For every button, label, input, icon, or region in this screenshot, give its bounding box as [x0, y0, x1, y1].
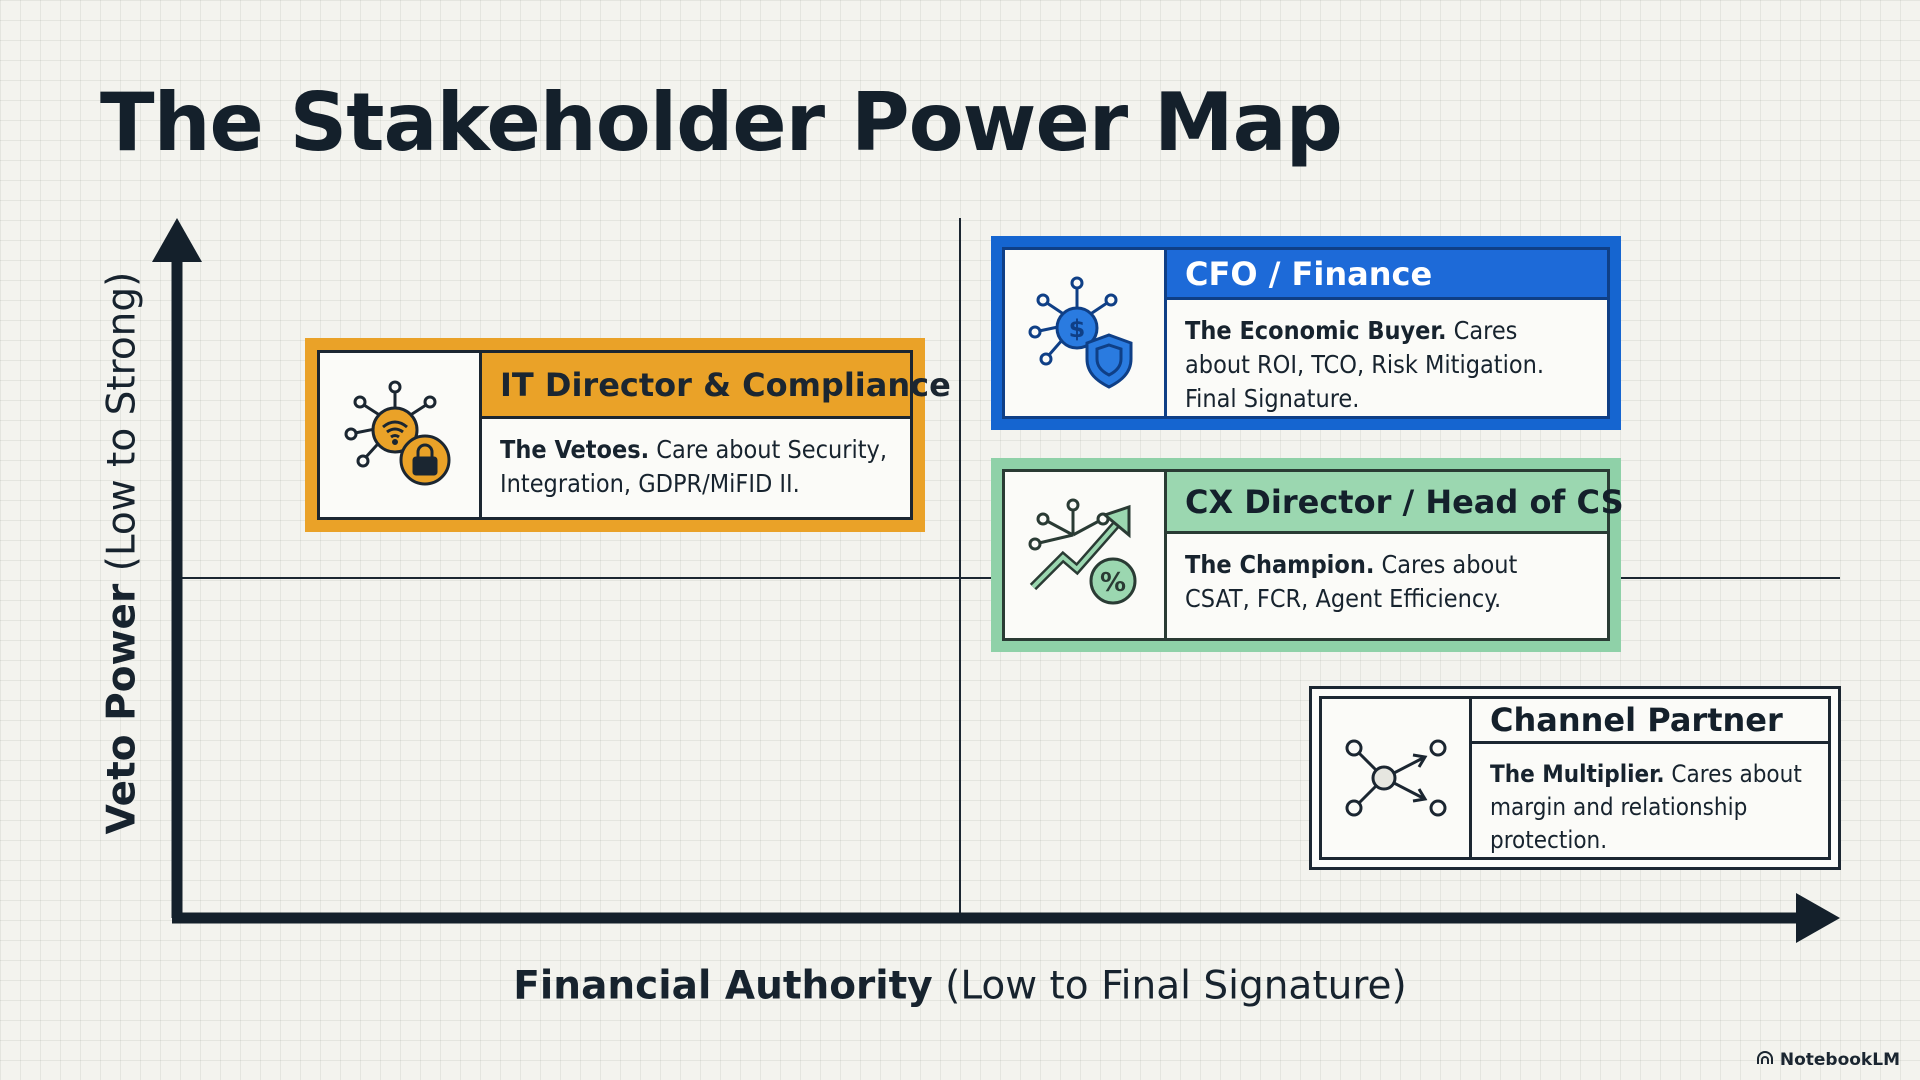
- stakeholder-card-channel-partner: Channel Partner The Multiplier. Cares ab…: [1309, 686, 1841, 870]
- y-axis-label-rest: (Low to Strong): [99, 271, 145, 584]
- stakeholder-description: The Economic Buyer. Cares about ROI, TCO…: [1167, 300, 1607, 416]
- stakeholder-role: The Multiplier.: [1490, 760, 1665, 788]
- x-axis-arrowhead: [1796, 893, 1840, 943]
- y-axis-label: Veto Power (Low to Strong): [100, 272, 145, 835]
- stakeholder-title: CFO / Finance: [1167, 250, 1607, 300]
- stakeholder-card-cfo: $ CFO / Finance The Economic Buyer. Care…: [991, 236, 1621, 430]
- notebooklm-logo-icon: [1756, 1050, 1774, 1070]
- stakeholder-role: The Economic Buyer.: [1185, 316, 1447, 345]
- svg-text:$: $: [1068, 315, 1085, 343]
- stakeholder-card-cx-director: % CX Director / Head of CS The Champion.…: [991, 458, 1624, 652]
- y-axis-arrowhead: [152, 218, 202, 262]
- network-wifi-lock-icon: [320, 353, 482, 517]
- stakeholder-title: IT Director & Compliance: [482, 353, 951, 419]
- stakeholder-concerns: Care about Security, Integration, GDPR/M…: [500, 435, 887, 498]
- stakeholder-concerns: Cares about CSAT, FCR, Agent Efficiency.: [1185, 550, 1518, 613]
- stakeholder-role: The Vetoes.: [500, 435, 650, 464]
- x-axis-label: Financial Authority (Low to Final Signat…: [513, 964, 1406, 1009]
- stakeholder-title: CX Director / Head of CS: [1167, 472, 1624, 534]
- stakeholder-title: Channel Partner: [1472, 699, 1828, 744]
- y-axis-label-bold: Veto Power: [99, 583, 145, 835]
- footer-brand: NotebookLM: [1756, 1050, 1900, 1070]
- stakeholder-description: The Vetoes. Care about Security, Integra…: [482, 419, 910, 517]
- footer-brand-name: NotebookLM: [1779, 1050, 1900, 1070]
- stakeholder-description: The Champion. Cares about CSAT, FCR, Age…: [1167, 534, 1607, 638]
- x-axis-label-bold: Financial Authority: [513, 963, 933, 1009]
- x-axis-label-rest: (Low to Final Signature): [932, 963, 1407, 1009]
- stakeholder-card-it-director: IT Director & Compliance The Vetoes. Car…: [305, 338, 951, 532]
- network-growth-percent-icon: %: [1005, 472, 1167, 638]
- stakeholder-description: The Multiplier. Cares about margin and r…: [1472, 744, 1828, 857]
- svg-text:%: %: [1099, 568, 1125, 598]
- page-title: The Stakeholder Power Map: [100, 76, 1343, 169]
- stakeholder-role: The Champion.: [1185, 550, 1375, 579]
- stakeholder-concerns: Cares about margin and relationship prot…: [1490, 760, 1802, 854]
- network-dollar-shield-icon: $: [1005, 250, 1167, 416]
- network-arrows-icon: [1322, 699, 1472, 857]
- stakeholder-concerns: Cares about ROI, TCO, Risk Mitigation. F…: [1185, 316, 1544, 413]
